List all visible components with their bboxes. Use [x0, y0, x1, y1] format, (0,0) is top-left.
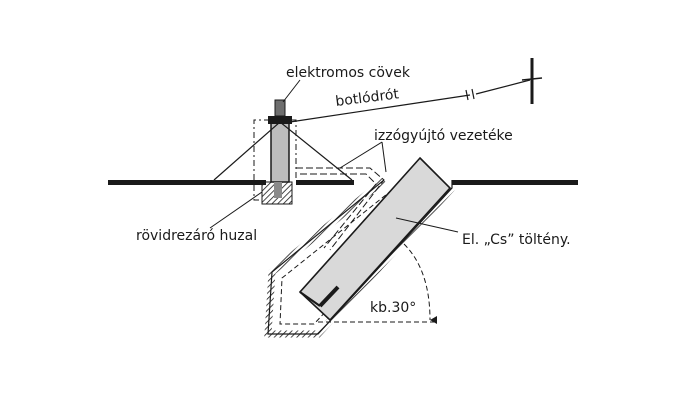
anchor-post	[521, 58, 543, 104]
stake-guy-lines	[213, 121, 353, 181]
leader-lines	[209, 79, 459, 233]
angle-indicator	[318, 243, 438, 324]
label-stake: elektromos cövek	[286, 65, 411, 81]
label-igniter: izzógyújtó vezetéke	[374, 128, 513, 144]
label-tripwire: botlódrót	[335, 86, 401, 110]
ground-surface	[108, 180, 578, 185]
charge-cartridge	[298, 156, 452, 322]
tripwire-line	[289, 79, 531, 123]
electric-stake	[261, 99, 293, 205]
label-charge: El. „Cs” töltény.	[462, 232, 571, 248]
label-angle: kb.30°	[370, 300, 416, 316]
label-short-wire: rövidrezáró huzal	[136, 228, 257, 244]
short-circuit-wire	[253, 119, 297, 201]
igniter-wire	[296, 167, 385, 251]
